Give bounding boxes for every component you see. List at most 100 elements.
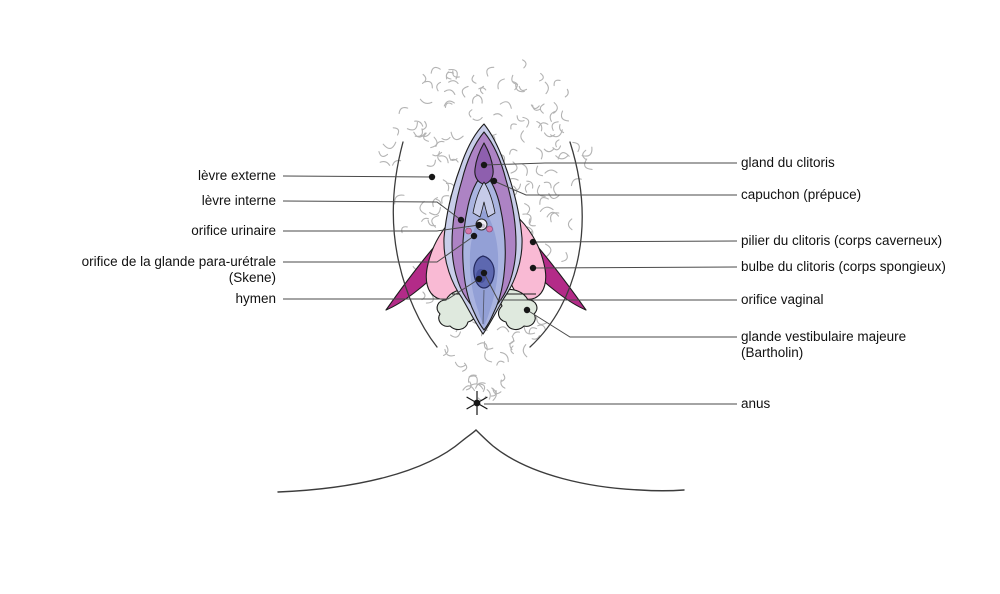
hair-curl xyxy=(478,87,487,91)
hair-curl xyxy=(561,252,568,262)
hair-curl xyxy=(522,116,530,128)
hair-curl xyxy=(528,327,538,334)
hair-curl xyxy=(544,81,549,95)
buttock-fold-curve xyxy=(277,429,685,493)
hair-curl xyxy=(427,219,436,227)
hair-curl xyxy=(394,194,405,205)
hair-curl xyxy=(382,141,397,149)
skene-orifice-right-dot xyxy=(486,225,493,233)
hair-curl xyxy=(468,375,478,384)
marker-dot-bulbe-du-clitoris xyxy=(529,264,537,272)
hair-curl xyxy=(539,197,549,205)
label-orifice-urinaire: orifice urinaire xyxy=(191,223,276,238)
hair-curl xyxy=(535,147,543,160)
hair-curl xyxy=(516,115,525,122)
hair-curl xyxy=(486,389,491,400)
hair-curl xyxy=(511,74,519,85)
hair-curl xyxy=(550,212,560,223)
hair-curl xyxy=(443,100,455,107)
contour-curve-left xyxy=(392,141,438,348)
hair-curl xyxy=(450,158,459,163)
hair-curl xyxy=(468,109,473,118)
hair-curl xyxy=(443,345,449,356)
hair-curl xyxy=(549,110,556,122)
hair-curl xyxy=(450,131,464,141)
hair-curl xyxy=(537,324,546,331)
hair-curl xyxy=(414,120,424,127)
hair-curl xyxy=(539,206,554,212)
hair-curl xyxy=(564,88,569,98)
hair-curl xyxy=(469,383,484,390)
hair-curl xyxy=(543,181,552,189)
leader-line-capuchon-prepuce xyxy=(493,180,737,196)
hair-curl xyxy=(486,66,495,77)
label-gland-du-clitoris: gland du clitoris xyxy=(741,155,835,170)
marker-dot-capuchon-prepuce xyxy=(490,177,498,185)
hair-curl xyxy=(555,139,560,148)
hair-curl xyxy=(522,344,528,358)
hair-curl xyxy=(567,218,573,231)
label-orifice-glande-para-uretrale: orifice de la glande para-urétrale (Sken… xyxy=(81,254,276,285)
hair-curl xyxy=(442,179,450,192)
hair-curl xyxy=(398,106,409,115)
hair-curl xyxy=(484,350,493,363)
hair-curl xyxy=(496,326,510,333)
hair-curl xyxy=(471,74,477,84)
label-levre-interne: lèvre interne xyxy=(201,193,276,208)
hood-chevron-shape xyxy=(472,181,496,218)
hair-curl xyxy=(510,345,514,355)
marker-dot-orifice-urinaire xyxy=(475,221,483,229)
hair-curl xyxy=(432,197,439,208)
hair-curl xyxy=(429,207,441,216)
marker-dot-pilier-du-clitoris xyxy=(529,238,537,246)
hair-curl xyxy=(553,181,560,195)
hair-curl xyxy=(548,192,560,200)
hair-curl xyxy=(423,132,429,142)
leader-line-orifice-urinaire xyxy=(283,224,480,232)
hair-curl xyxy=(436,81,442,92)
hair-curl xyxy=(445,71,455,80)
hair-curl xyxy=(435,140,445,147)
hair-curl xyxy=(499,101,512,109)
label-pilier-du-clitoris: pilier du clitoris (corps caverneux) xyxy=(741,233,943,248)
hair-curl xyxy=(560,110,570,122)
hair-curl xyxy=(444,348,456,357)
leader-lines-layer xyxy=(282,161,738,415)
hair-curl xyxy=(496,360,505,366)
hair-curl xyxy=(523,325,536,335)
leader-line-glande-vestibulaire-majeure xyxy=(526,309,737,338)
hair-curl xyxy=(478,383,486,393)
label-orifice-vaginal: orifice vaginal xyxy=(741,292,824,307)
hair-curl xyxy=(582,149,587,161)
hair-curl xyxy=(479,85,485,95)
hair-curl xyxy=(477,342,488,351)
skene-orifice-left-dot xyxy=(465,227,472,235)
hair-curl xyxy=(497,78,505,90)
label-levre-externe: lèvre externe xyxy=(197,168,276,183)
hair-curl xyxy=(438,155,449,164)
hair-curl xyxy=(500,373,506,382)
hair-curl xyxy=(452,70,460,78)
hair-curl xyxy=(406,121,418,131)
hair-curl xyxy=(462,362,468,372)
hair-curl xyxy=(500,351,509,363)
hair-curl xyxy=(492,387,502,395)
contour-curve-right xyxy=(529,141,583,348)
hair-curl xyxy=(468,374,477,383)
hair-curl xyxy=(476,94,483,104)
hair-curl xyxy=(509,148,518,155)
hair-curl xyxy=(520,130,525,143)
leader-line-gland-du-clitoris xyxy=(483,162,737,166)
hair-curl xyxy=(539,103,545,114)
hair-curl xyxy=(553,79,561,87)
hair-curl xyxy=(551,121,559,131)
hair-curl xyxy=(500,379,506,389)
marker-dot-levre-externe xyxy=(428,173,436,181)
hair-curl xyxy=(462,385,476,392)
hair-curl xyxy=(490,390,497,397)
hair-curl xyxy=(511,80,518,91)
hair-curl xyxy=(518,85,528,92)
hair-curl xyxy=(522,213,532,224)
hair-curl xyxy=(378,151,389,157)
